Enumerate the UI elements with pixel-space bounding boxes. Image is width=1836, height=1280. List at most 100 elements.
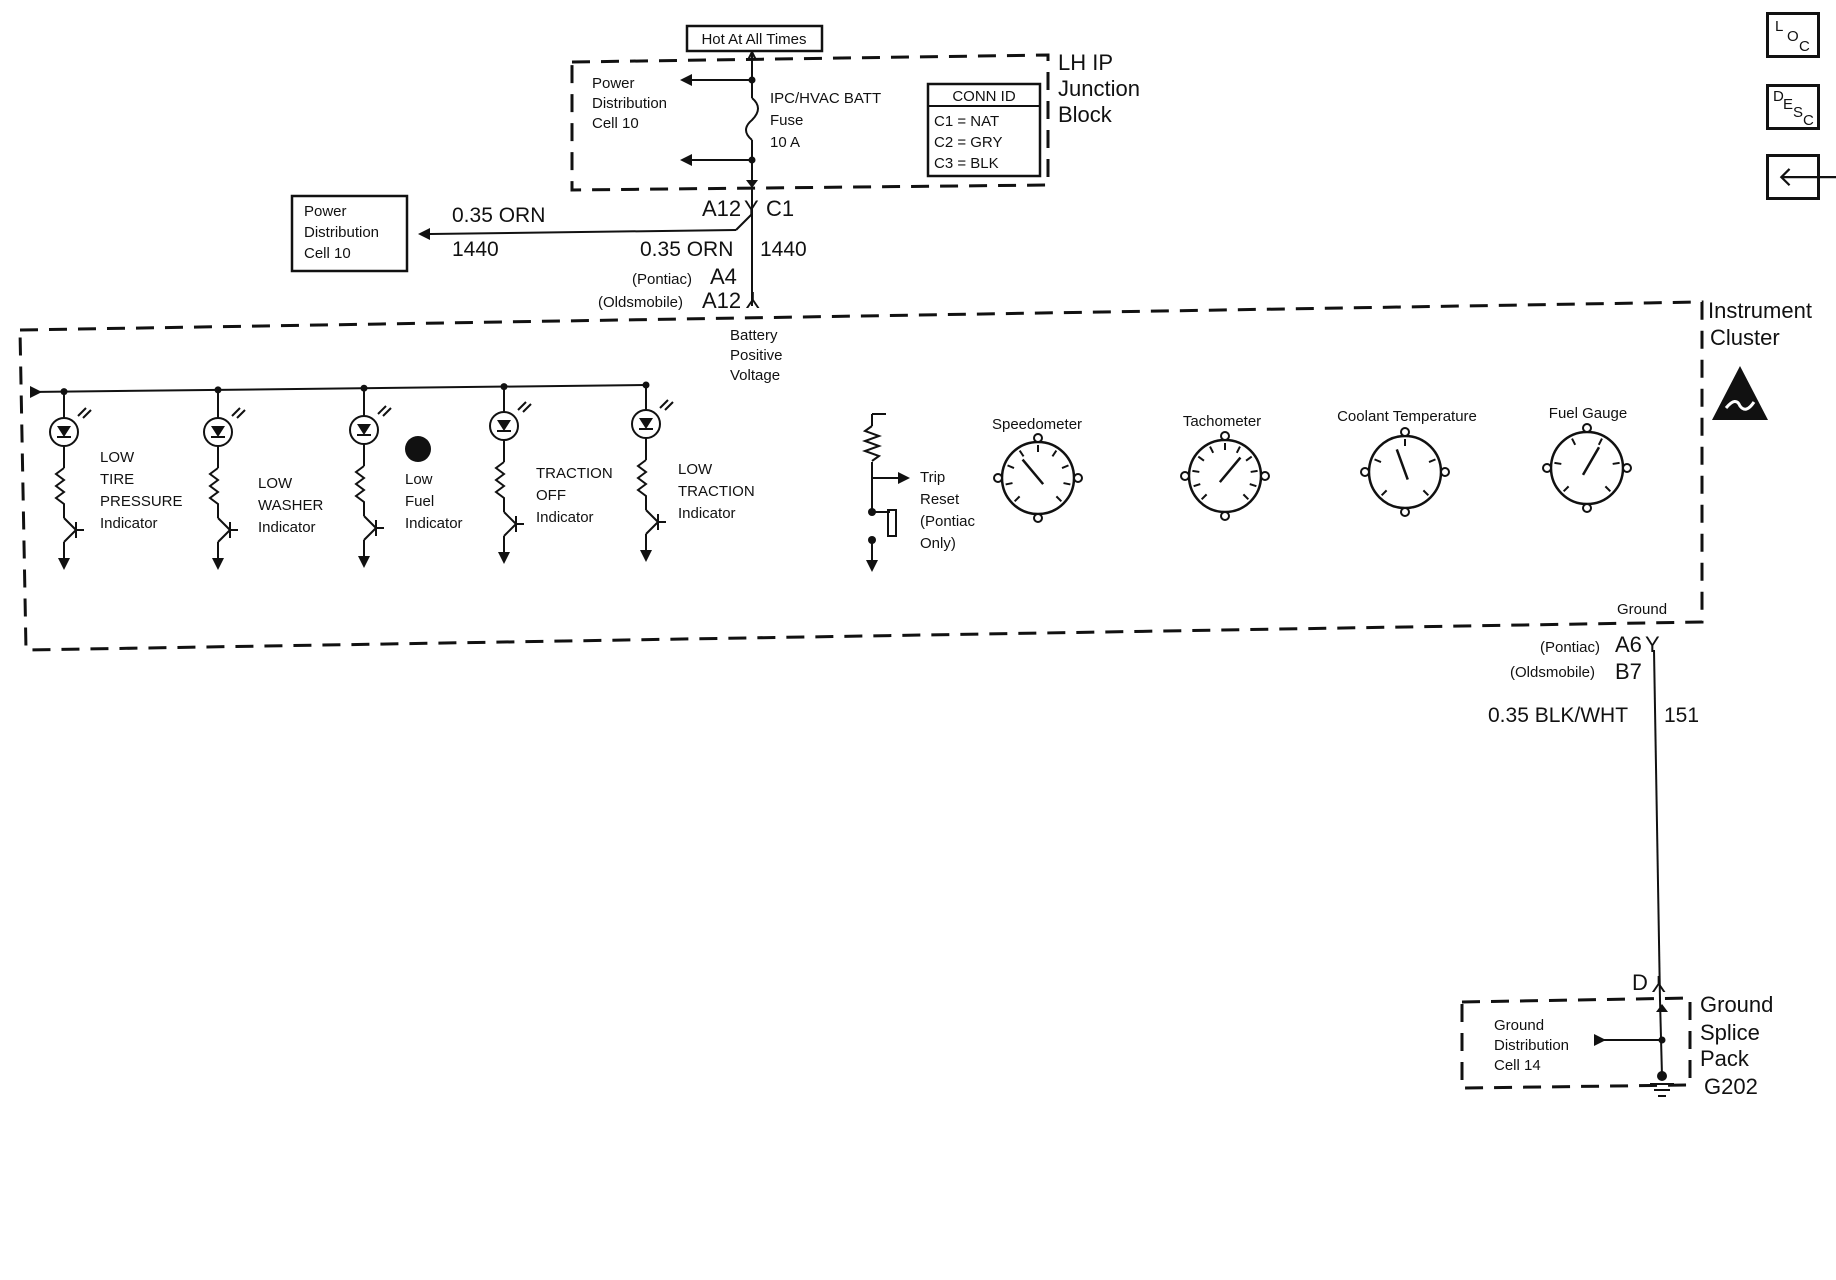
feed-pontiac-pin: A4 (710, 264, 737, 289)
resistor-icon (208, 467, 220, 508)
feed-wire-horizontal (429, 229, 737, 235)
indicator-branch-low-fuel (349, 384, 392, 568)
jb-power-dist-3: Cell 10 (592, 115, 639, 132)
ground-circuit: (Pontiac) A6 Y (Oldsmobile) B7 0.35 BLK/… (1460, 632, 1773, 1099)
trip-reset-switch (862, 413, 910, 572)
pd-label-1: Power (304, 203, 347, 220)
trip-reset-2: Reset (920, 491, 960, 508)
feed-olds-pin: A12 (702, 288, 741, 313)
ground-wire-color: 0.35 BLK/WHT (1488, 704, 1628, 727)
resistor-icon (636, 459, 648, 500)
splice-label-1: Ground (1700, 992, 1773, 1017)
arrow-left-icon (418, 228, 430, 240)
indicator-branch-low-traction (631, 381, 674, 562)
desc-button[interactable]: D E S C (1766, 84, 1820, 130)
fuse-symbol (745, 97, 759, 141)
resistor-icon (354, 465, 366, 506)
desc-letter-s: S (1793, 104, 1804, 121)
arrow-right-icon (1594, 1034, 1606, 1046)
jb-power-dist-2: Distribution (592, 95, 667, 112)
svg-text:⅄: ⅄ (1651, 972, 1666, 997)
gauge-speedometer (993, 433, 1083, 523)
junction-block: Hot At All Times LH IP Junction Block Po… (570, 24, 1140, 200)
ground-splice-outline (1460, 996, 1692, 1090)
instrument-cluster: Instrument Cluster LOW TIRE PRESSURE Ind… (18, 298, 1812, 652)
conn-id-box (926, 82, 1042, 178)
gauge-needle (1021, 458, 1045, 485)
feed-circuit: Power Distribution Cell 10 A12 Y C1 0.35… (290, 194, 807, 384)
feed-right-color: 0.35 ORN (640, 238, 733, 261)
jb-power-dist-1: Power (592, 75, 635, 92)
pd-label-2: Distribution (304, 224, 379, 241)
ground-wire (1653, 649, 1661, 1001)
resistor-icon (494, 461, 506, 502)
hot-at-all-times-label: Hot At All Times (701, 31, 806, 48)
gauge-fuel (1542, 423, 1632, 513)
ground-olds: (Oldsmobile) (1510, 664, 1595, 681)
ind-fuel-2: Fuel (405, 493, 434, 510)
gauge-needle (1395, 449, 1409, 480)
ind-tire-1: LOW (100, 449, 135, 466)
gauge-label-speedometer: Speedometer (992, 416, 1082, 433)
ind-washer-2: WASHER (258, 497, 323, 514)
feed-pontiac: (Pontiac) (632, 271, 692, 288)
ind-traction-off-1: TRACTION (536, 465, 613, 482)
battery-label-1: Battery (730, 327, 778, 344)
splice-label-4: G202 (1704, 1074, 1758, 1099)
ground-wire-circuit: 151 (1664, 704, 1699, 727)
conn-id-row-2: C2 = GRY (934, 134, 1003, 151)
gauge-coolant-temperature (1360, 427, 1450, 517)
feed-left-circuit: 1440 (452, 238, 499, 261)
conn-id-row-1: C1 = NAT (934, 113, 999, 130)
ground-pontiac: (Pontiac) (1540, 639, 1600, 656)
gauge-label-tachometer: Tachometer (1183, 413, 1261, 430)
ind-tire-4: Indicator (100, 515, 158, 532)
fuse-label-2: Fuse (770, 112, 803, 129)
ind-fuel-3: Indicator (405, 515, 463, 532)
resistor-icon (54, 467, 66, 508)
indicator-group (49, 381, 674, 570)
ind-washer-3: Indicator (258, 519, 316, 536)
ind-low-traction-3: Indicator (678, 505, 736, 522)
ground-dist-3: Cell 14 (1494, 1057, 1541, 1074)
trip-reset-4: Only) (920, 535, 956, 552)
ground-pontiac-pin: A6 (1615, 632, 1642, 657)
cluster-title-1: Instrument (1708, 298, 1812, 323)
cluster-ground-label: Ground (1617, 601, 1667, 618)
arrow-left-icon (680, 74, 692, 86)
ground-arrow-icon (498, 552, 510, 564)
loc-letter-o: O (1787, 28, 1799, 45)
feed-olds: (Oldsmobile) (598, 294, 683, 311)
svg-text:Y: Y (1645, 632, 1660, 657)
back-arrow-icon: 🡐 (1777, 160, 1836, 193)
ind-traction-off-3: Indicator (536, 509, 594, 526)
cluster-title-2: Cluster (1710, 325, 1780, 350)
arrow-down-icon (746, 180, 758, 188)
ground-arrow-icon (640, 550, 652, 562)
ground-pin-d: D (1632, 970, 1648, 995)
svg-text:Y: Y (744, 196, 759, 221)
ground-olds-pin: B7 (1615, 659, 1642, 684)
fuse-label-3: 10 A (770, 134, 800, 151)
junction-block-title-1: LH IP (1058, 50, 1113, 75)
fuse-label-1: IPC/HVAC BATT (770, 90, 881, 107)
ground-dist-1: Ground (1494, 1017, 1544, 1034)
back-button[interactable]: 🡐 (1766, 154, 1836, 200)
desc-letter-d: D (1773, 88, 1784, 105)
esd-warning-icon (1712, 366, 1768, 420)
indicator-branch-traction-off (489, 383, 532, 564)
splice-label-3: Pack (1700, 1046, 1750, 1071)
loc-button[interactable]: L O C (1766, 12, 1820, 58)
pd-label-3: Cell 10 (304, 245, 351, 262)
positive-bus (29, 384, 647, 393)
indicator-branch-washer (203, 386, 246, 570)
power-distribution-box (290, 194, 409, 273)
conn-id-row-3: C3 = BLK (934, 155, 999, 172)
trip-reset-1: Trip (920, 469, 945, 486)
gauge-label-coolant: Coolant Temperature (1337, 408, 1477, 425)
arrow-left-icon (680, 154, 692, 166)
battery-label-2: Positive (730, 347, 783, 364)
loc-letter-l: L (1775, 18, 1784, 35)
ind-traction-off-2: OFF (536, 487, 566, 504)
